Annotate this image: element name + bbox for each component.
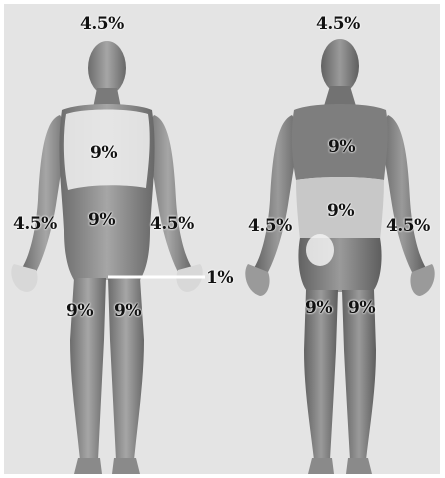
front-leg-right-label: 9% — [114, 301, 141, 321]
back-leg-right-label: 9% — [348, 298, 375, 318]
front-chest-label: 9% — [90, 143, 117, 163]
back-foot-right — [346, 458, 372, 474]
front-leg-left-label: 9% — [66, 301, 93, 321]
back-leg-left-label: 9% — [305, 298, 332, 318]
front-arm-right-label: 4.5% — [150, 214, 194, 234]
front-head — [88, 41, 126, 95]
back-head — [321, 39, 359, 93]
front-foot-left — [74, 458, 102, 474]
front-figure — [11, 41, 205, 474]
back-foot-left — [308, 458, 334, 474]
back-head-label: 4.5% — [316, 14, 360, 34]
back-lower-back-label: 9% — [327, 201, 354, 221]
back-upper-back-label: 9% — [328, 137, 355, 157]
front-foot-right — [112, 458, 140, 474]
front-abdomen-label: 9% — [88, 210, 115, 230]
back-neck — [324, 86, 356, 106]
front-arm-left-label: 4.5% — [13, 214, 57, 234]
front-head-label: 4.5% — [80, 14, 124, 34]
back-buttock-highlight — [306, 234, 334, 266]
front-groin-label: 1% — [206, 268, 233, 288]
back-arm-left-label: 4.5% — [248, 216, 292, 236]
back-figure — [245, 39, 434, 474]
back-arm-right-label: 4.5% — [386, 216, 430, 236]
